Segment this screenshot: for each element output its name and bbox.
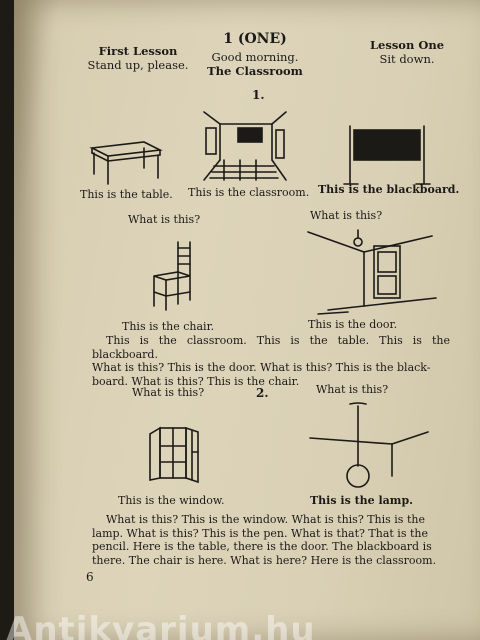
paragraph-1-line-3: board. What is this? This is the chair. — [92, 374, 300, 388]
paragraph-2: What is this? This is the window. What i… — [92, 513, 458, 567]
header-left-title: First Lesson — [98, 44, 178, 58]
caption-blackboard: This is the blackboard. — [318, 183, 460, 196]
caption-door: This is the door. — [308, 318, 398, 331]
question-3: What is this? — [132, 386, 205, 399]
caption-chair: This is the chair. — [122, 320, 215, 333]
header-center-sub1: Good morning. — [211, 50, 299, 64]
caption-classroom: This is the classroom. — [188, 186, 310, 199]
question-2: What is this? — [310, 209, 383, 222]
classroom-illustration — [203, 111, 287, 181]
header-right-sub: Sit down. — [379, 52, 435, 66]
blackboard-illustration — [343, 125, 431, 185]
header-right: Lesson One Sit down. — [362, 38, 452, 66]
table-illustration — [89, 141, 163, 185]
caption-table: This is the table. — [80, 188, 173, 201]
chair-illustration — [153, 241, 191, 311]
paragraph-1-line-2: What is this? This is the door. What is … — [92, 361, 431, 374]
watermark: Antikvarium.hu — [6, 610, 316, 640]
lesson-number: 1 (ONE) — [223, 31, 287, 47]
lamp-illustration — [309, 402, 429, 488]
header-left-sub: Stand up, please. — [87, 58, 189, 72]
paragraph-2-line-4: there. The chair is here. What is here? … — [92, 553, 437, 567]
paragraph-1: This is the classroom. This is the table… — [92, 334, 450, 388]
header-center-sub2: The Classroom — [207, 64, 303, 78]
header-right-title: Lesson One — [369, 38, 445, 52]
section-number-2: 2. — [256, 386, 269, 400]
window-illustration — [149, 426, 199, 484]
paragraph-2-line-1: What is this? This is the window. What i… — [106, 513, 425, 526]
section-number-1: 1. — [252, 88, 265, 102]
paragraph-1-line-1: This is the classroom. This is the table… — [92, 334, 450, 361]
question-1: What is this? — [128, 213, 201, 226]
textbook-page: First Lesson Stand up, please. 1 (ONE) G… — [14, 0, 480, 640]
door-illustration — [307, 229, 437, 315]
question-4: What is this? — [316, 383, 389, 396]
paragraph-2-line-3: pencil. Here is the table, there is the … — [92, 540, 432, 553]
header-center: 1 (ONE) Good morning. The Classroom — [200, 32, 310, 78]
caption-window: This is the window. — [118, 494, 225, 507]
paragraph-2-line-2: lamp. What is this? This is the pen. Wha… — [92, 526, 428, 540]
page-number: 6 — [86, 570, 94, 584]
header-left: First Lesson Stand up, please. — [78, 44, 198, 72]
caption-lamp: This is the lamp. — [310, 494, 413, 507]
